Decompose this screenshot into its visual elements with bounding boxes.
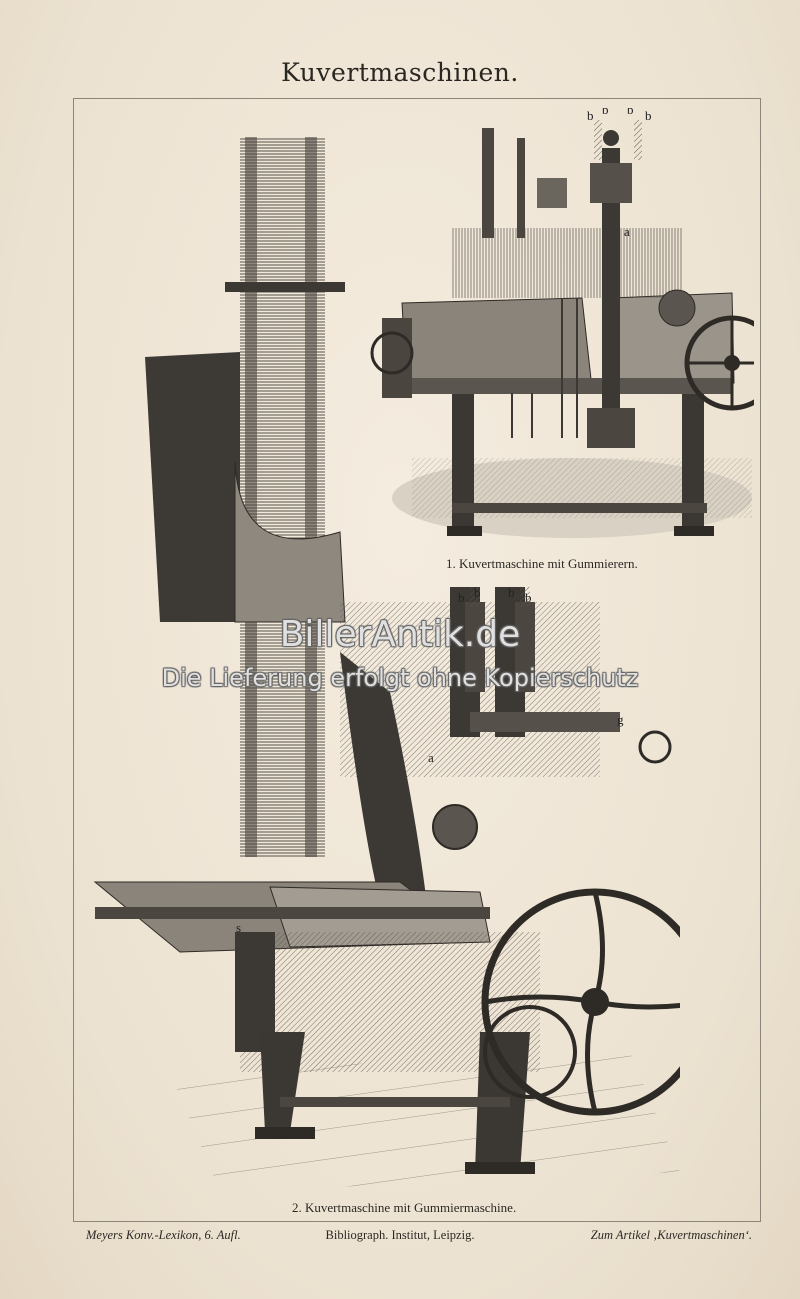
label-s: s	[236, 920, 241, 935]
label-b: b	[587, 108, 594, 123]
label-b: b	[602, 108, 609, 117]
figure-1-caption: 1. Kuvertmaschine mit Gummierern.	[446, 556, 638, 571]
footer-center: Bibliograph. Institut, Leipzig.	[325, 1228, 475, 1242]
label-b: b	[627, 108, 634, 117]
figure-1-illustration: b b b b a	[370, 108, 754, 538]
label-b: b	[458, 590, 465, 605]
label-b: b	[525, 590, 532, 605]
label-a: a	[624, 224, 630, 239]
label-b: b	[474, 585, 481, 600]
page-title: Kuvertmaschinen.	[281, 58, 519, 87]
label-b: b	[508, 585, 515, 600]
figure-2-illustration: b b b b a s g	[93, 137, 680, 1192]
footer-right: Zum Artikel ‚Kuvertmaschinen‘.	[590, 1228, 752, 1242]
plate-frame	[73, 98, 761, 1222]
watermark-line-1: BillerAntik.de	[279, 614, 521, 655]
watermark-line-2: Die Lieferung erfolgt ohne Kopierschutz	[161, 664, 639, 692]
label-g: g	[617, 712, 624, 727]
footer-left: Meyers Konv.-Lexikon, 6. Aufl.	[86, 1228, 241, 1242]
label-a: a	[428, 750, 434, 765]
figure-2-caption: 2. Kuvertmaschine mit Gummiermaschine.	[292, 1200, 517, 1215]
label-b: b	[645, 108, 652, 123]
